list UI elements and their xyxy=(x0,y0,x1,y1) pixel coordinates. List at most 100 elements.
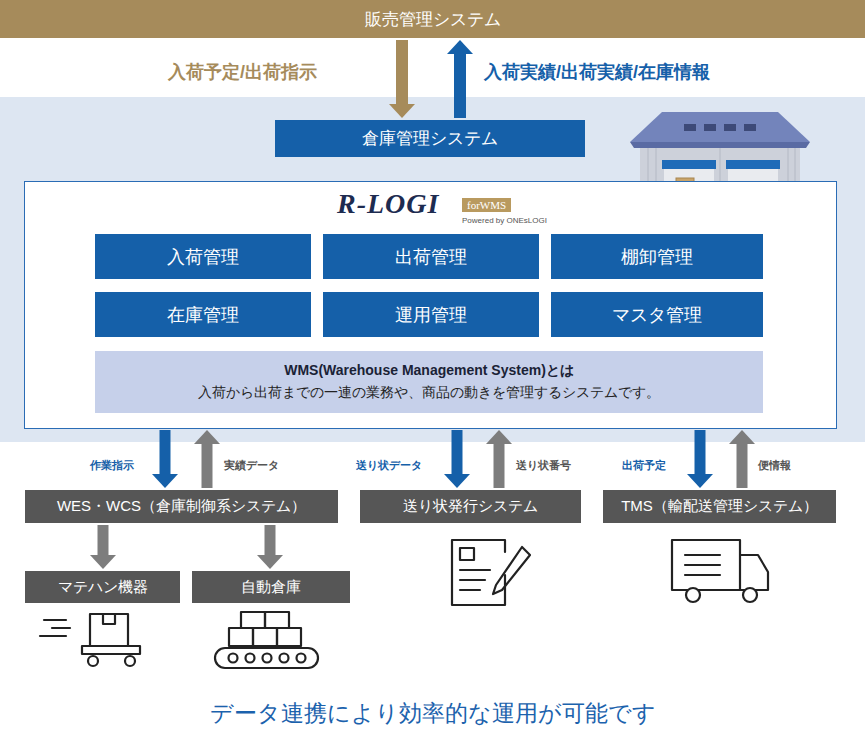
edge-label: 入荷予定/出荷指示 xyxy=(168,60,317,84)
speed-line xyxy=(40,635,66,637)
edge-label: 作業指示 xyxy=(90,458,134,473)
document-line xyxy=(460,589,480,591)
module-box: 棚卸管理 xyxy=(551,234,763,279)
automated-warehouse-icon xyxy=(215,612,318,668)
conveyor-belt xyxy=(215,648,318,668)
system-box: 倉庫管理システム xyxy=(275,120,585,157)
stacked-box xyxy=(229,628,253,646)
system-box: WES・WCS（倉庫制御系システム） xyxy=(25,490,338,523)
system-band: 販売管理システム xyxy=(0,0,865,38)
document-sheet xyxy=(452,540,505,605)
logo-subtext: Powered by ONEsLOGI xyxy=(462,216,547,225)
document-line xyxy=(460,569,490,571)
description-box: WMS(Warehouse Management System)とは入荷から出荷… xyxy=(95,351,763,413)
roof-window xyxy=(744,124,756,131)
module-box: 在庫管理 xyxy=(95,292,311,337)
box-label: 販売管理システム xyxy=(365,8,501,31)
stacked-box xyxy=(265,612,289,628)
truck-cab xyxy=(740,555,768,590)
flow-arrow xyxy=(98,525,109,555)
flow-arrow xyxy=(494,444,505,488)
box-label: 棚卸管理 xyxy=(621,245,693,269)
speed-line xyxy=(52,627,70,629)
stacked-box xyxy=(277,628,301,646)
stacked-box xyxy=(241,612,265,628)
box-tape xyxy=(103,614,115,624)
equipment-box: 自動倉庫 xyxy=(192,571,350,603)
cart-box xyxy=(90,614,128,646)
edge-label: 出荷予定 xyxy=(622,458,666,473)
conveyor-roller xyxy=(263,654,272,663)
box-label: 送り状発行システム xyxy=(403,497,538,516)
edge-label: 送り状データ xyxy=(356,458,422,473)
door-lintel xyxy=(726,160,780,169)
edge-label: 入荷実績/出荷実績/在庫情報 xyxy=(484,60,710,84)
flow-arrow xyxy=(452,430,463,474)
flow-arrow xyxy=(695,430,706,474)
flow-arrow xyxy=(737,444,748,488)
conveyor-roller xyxy=(246,654,255,663)
module-box: 入荷管理 xyxy=(95,234,311,279)
system-area-band xyxy=(0,97,865,442)
conveyor-roller xyxy=(297,654,306,663)
box-label: TMS（輸配送管理システム） xyxy=(621,497,818,516)
roof-window xyxy=(684,124,696,131)
module-box: 出荷管理 xyxy=(323,234,539,279)
cart-platform xyxy=(82,646,140,654)
box-label: WES・WCS（倉庫制御系システム） xyxy=(57,497,306,516)
truck-wheel xyxy=(686,588,700,602)
logo-tag: forWMS xyxy=(462,198,511,212)
caption: データ連携により効率的な運用が可能です xyxy=(0,698,865,729)
flow-arrow xyxy=(202,444,213,488)
cargo-line xyxy=(685,564,720,566)
box-label: 倉庫管理システム xyxy=(362,127,498,150)
box-label: 在庫管理 xyxy=(167,303,239,327)
cargo-line xyxy=(685,554,720,556)
roof-edge xyxy=(630,142,810,148)
box-label: マテハン機器 xyxy=(58,578,148,597)
description-title: WMS(Warehouse Management System)とは xyxy=(284,362,574,380)
roof-window xyxy=(704,124,716,131)
document-square xyxy=(460,548,474,560)
truck-icon xyxy=(672,540,768,602)
conveyor-roller xyxy=(229,654,238,663)
box-label: 入荷管理 xyxy=(167,245,239,269)
door-lintel xyxy=(662,160,716,169)
module-box: 運用管理 xyxy=(323,292,539,337)
edge-label: 便情報 xyxy=(758,458,791,473)
cart-wheel xyxy=(88,656,98,666)
material-handling-icon xyxy=(40,614,140,666)
cargo-line xyxy=(685,574,720,576)
system-box: 送り状発行システム xyxy=(360,490,581,523)
shipping-label-icon xyxy=(452,540,530,605)
edge-label: 実績データ xyxy=(224,458,279,473)
document-line xyxy=(460,579,485,581)
box-label: マスタ管理 xyxy=(612,303,702,327)
box-label: 運用管理 xyxy=(395,303,467,327)
flow-arrow xyxy=(265,525,276,555)
truck-cargo xyxy=(672,540,740,590)
warehouse-roof xyxy=(630,112,810,142)
module-box: マスタ管理 xyxy=(551,292,763,337)
description-body: 入荷から出荷までの一連の業務や、商品の動きを管理するシステムです。 xyxy=(198,384,660,402)
roof-window xyxy=(724,124,736,131)
cart-wheel xyxy=(125,656,135,666)
flow-arrow xyxy=(160,430,171,474)
stacked-box xyxy=(253,628,277,646)
speed-line xyxy=(44,619,66,621)
flow-arrow xyxy=(454,54,466,118)
pen xyxy=(493,547,530,594)
truck-wheel xyxy=(743,588,757,602)
equipment-box: マテハン機器 xyxy=(25,571,180,603)
box-label: 出荷管理 xyxy=(395,245,467,269)
edge-label: 送り状番号 xyxy=(516,458,571,473)
product-panel: R-LOGI forWMS Powered by ONEsLOGI 入荷管理 出荷管理 棚… xyxy=(25,182,836,428)
system-box: TMS（輸配送管理システム） xyxy=(603,490,836,523)
conveyor-roller xyxy=(280,654,289,663)
logo-text: R-LOGI xyxy=(337,188,439,220)
flow-arrow xyxy=(396,40,408,104)
